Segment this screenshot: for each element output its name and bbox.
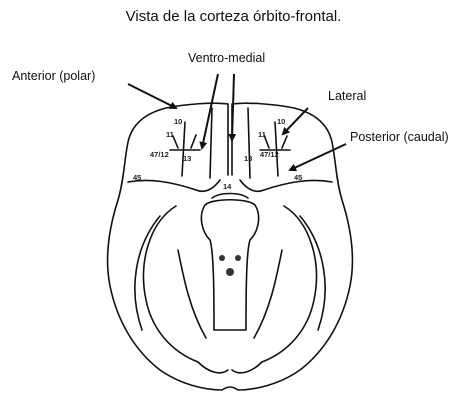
brainstem [201, 200, 258, 330]
area-45-right: 45 [294, 173, 302, 182]
temporal-lobe-left [144, 206, 198, 362]
arrow-posterior [290, 144, 346, 170]
brain-outline [108, 103, 353, 390]
area-11-left: 11 [166, 130, 174, 139]
area-10-right: 10 [277, 117, 285, 126]
area-47-12-right: 47/12 [260, 150, 279, 159]
arrow-ventro-medial-left [202, 74, 218, 148]
area-11-right: 11 [258, 130, 266, 139]
temporal-lobe-right [262, 206, 316, 362]
orbital-boundary-right [240, 180, 332, 191]
arrow-ventro-medial-right [232, 74, 234, 140]
arrow-lateral [283, 108, 308, 134]
area-13-right: 13 [244, 154, 252, 163]
area-47-12-left: 47/12 [150, 150, 169, 159]
area-14: 14 [223, 182, 232, 191]
area-45-left: 45 [133, 173, 141, 182]
orbital-boundary-left [128, 180, 220, 191]
area-10-left: 10 [174, 117, 182, 126]
arrow-anterior [128, 84, 176, 108]
area-13-left: 13 [183, 154, 191, 163]
